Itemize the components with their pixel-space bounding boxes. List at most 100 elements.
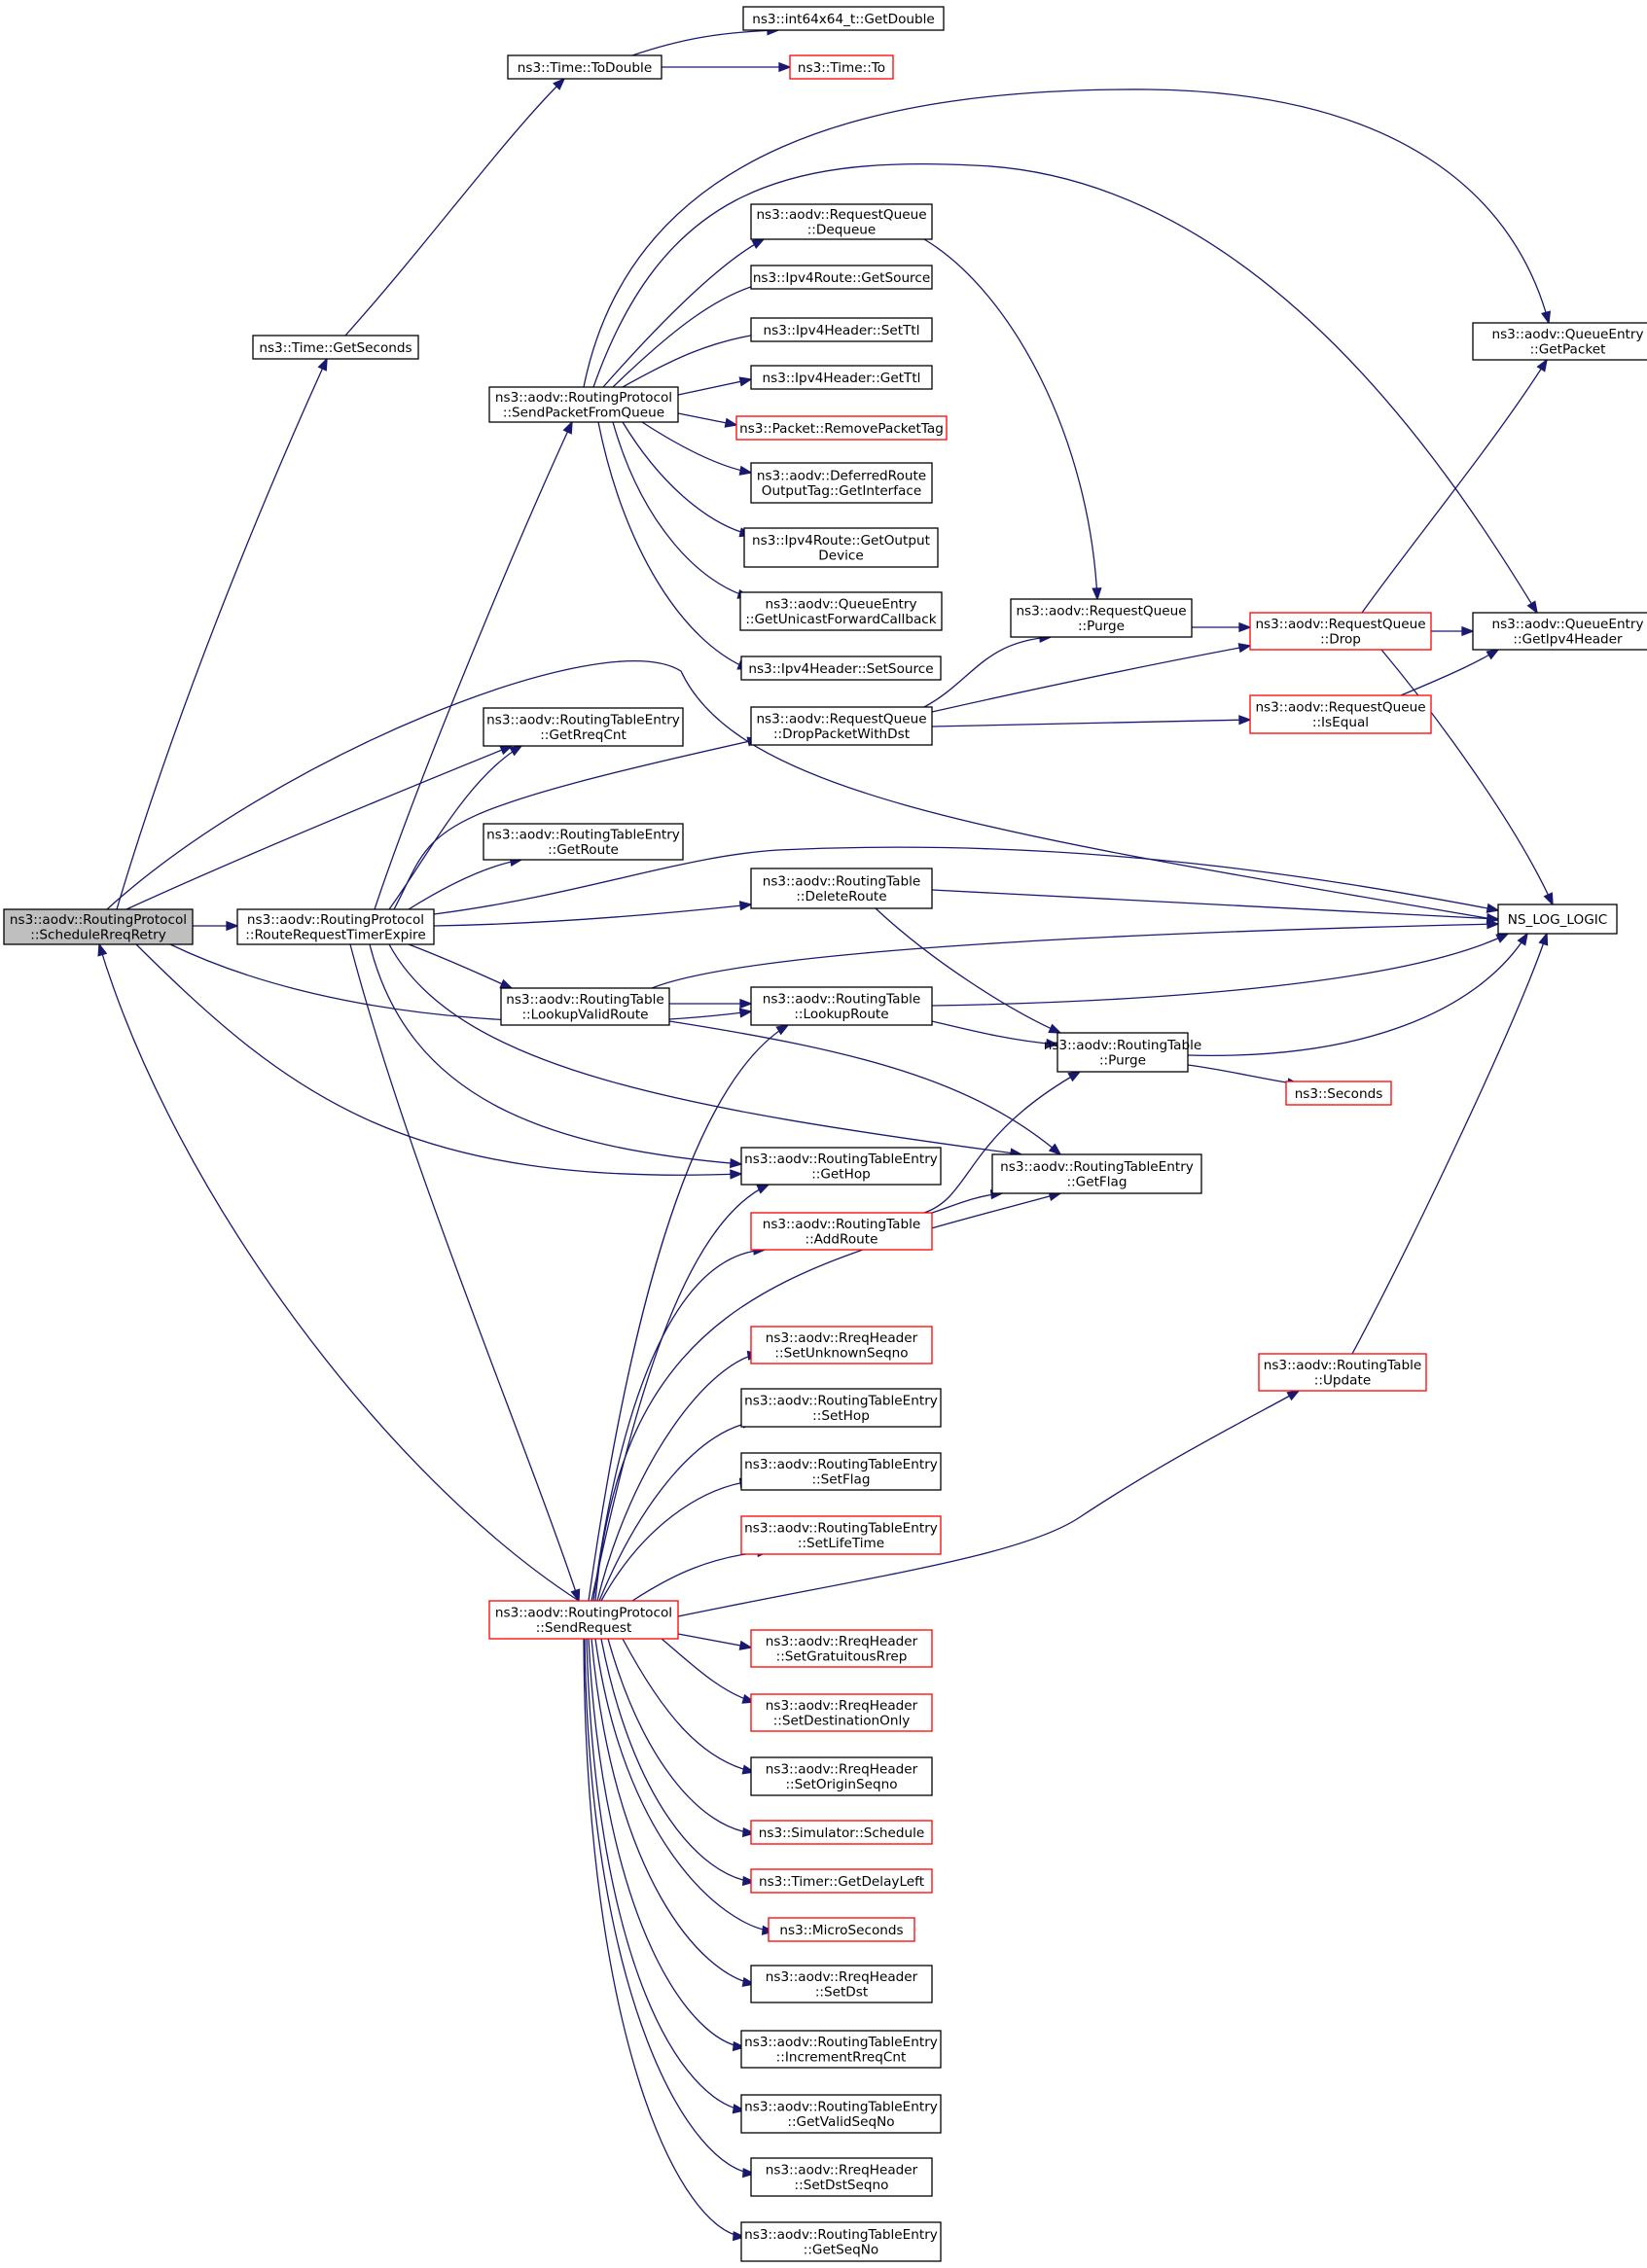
node-box-timeToDouble xyxy=(507,54,662,80)
node-ipv4RouteGetSource[interactable]: ns3::Ipv4Route::GetSource xyxy=(750,265,933,290)
edge-timeGetSeconds-to-timeToDouble xyxy=(344,78,565,337)
node-getUnicastForwardCallback[interactable]: ns3::aodv::QueueEntry::GetUnicastForward… xyxy=(739,591,943,631)
edge-sendPacketFromQueue-to-ipv4HeaderSetSource xyxy=(597,421,750,670)
edge-scheduleRreqRetry-to-routeRequestTimerExpire-arrowhead xyxy=(226,920,239,932)
edge-sendRequest-to-rreqSetGratuitousRrep-arrowhead xyxy=(738,1640,753,1650)
node-timerGetDelayLeft[interactable]: ns3::Timer::GetDelayLeft xyxy=(750,1868,933,1894)
edge-rtAddRoute-to-rtPurge xyxy=(923,1071,1081,1214)
node-label-rqIsEqual-line-0: ns3::aodv::RequestQueue xyxy=(1255,700,1425,716)
node-label-rteGetValidSeqNo-line-1: ::GetValidSeqNo xyxy=(787,2114,894,2130)
node-rreqSetOriginSeqno[interactable]: ns3::aodv::RreqHeader::SetOriginSeqno xyxy=(750,1756,933,1796)
edge-sendRequest-to-rteIncrementRreqCnt xyxy=(588,1638,745,2048)
edge-timeGetSeconds-to-timeToDouble-arrowhead xyxy=(553,77,566,90)
node-rreqSetUnknownSeqno[interactable]: ns3::aodv::RreqHeader::SetUnknownSeqno xyxy=(750,1326,933,1364)
node-box-rreqSetDst xyxy=(750,1965,933,2003)
edge-rqPurge-to-rqDrop-arrowhead xyxy=(1238,621,1252,633)
node-rqDropPacketWithDst[interactable]: ns3::aodv::RequestQueue::DropPacketWithD… xyxy=(750,706,933,746)
node-rteGetSeqNo[interactable]: ns3::aodv::RoutingTableEntry::GetSeqNo xyxy=(740,2221,942,2262)
node-box-rteIncrementRreqCnt xyxy=(740,2030,942,2069)
node-rtUpdate[interactable]: ns3::aodv::RoutingTable::Update xyxy=(1258,1353,1427,1392)
node-rteGetFlag[interactable]: ns3::aodv::RoutingTableEntry::GetFlag xyxy=(991,1153,1202,1194)
node-timeToDouble[interactable]: ns3::Time::ToDouble xyxy=(507,54,662,80)
node-label-rreqSetDestinationOnly-line-0: ns3::aodv::RreqHeader xyxy=(766,1698,918,1714)
node-box-queueEntryGetPacket xyxy=(1472,322,1647,361)
node-rteGetValidSeqNo[interactable]: ns3::aodv::RoutingTableEntry::GetValidSe… xyxy=(740,2094,942,2134)
node-queueEntryGetIpv4Header[interactable]: ns3::aodv::QueueEntry::GetIpv4Header xyxy=(1472,612,1647,651)
node-label-rreqSetDestinationOnly-line-1: ::SetDestinationOnly xyxy=(773,1714,911,1729)
node-box-ipv4RouteGetOutputDevice xyxy=(743,527,939,568)
edge-scheduleRreqRetry-to-rteGetHop xyxy=(135,943,742,1176)
edge-sendPacketFromQueue-to-getUnicastForwardCallback xyxy=(612,421,750,598)
edge-sendRequest-to-rtAddRoute xyxy=(592,1249,766,1602)
node-rteGetRoute[interactable]: ns3::aodv::RoutingTableEntry::GetRoute xyxy=(483,823,684,861)
edge-sendPacketFromQueue-to-ipv4HeaderGetTtl-arrowhead xyxy=(738,376,753,387)
edge-rqIsEqual-to-queueEntryGetIpv4Header xyxy=(1400,649,1499,696)
node-simulatorSchedule[interactable]: ns3::Simulator::Schedule xyxy=(750,1820,933,1845)
node-removePacketTag[interactable]: ns3::Packet::RemovePacketTag xyxy=(735,415,948,441)
node-ipv4HeaderGetTtl[interactable]: ns3::Ipv4Header::GetTtl xyxy=(750,365,933,390)
edge-sendRequest-to-rteSetHop xyxy=(598,1421,755,1602)
node-rqIsEqual[interactable]: ns3::aodv::RequestQueue::IsEqual xyxy=(1249,694,1432,734)
node-label-deferredGetInterface-line-1: OutputTag::GetInterface xyxy=(762,483,921,499)
node-label-rteGetHop-line-0: ns3::aodv::RoutingTableEntry xyxy=(744,1152,938,1167)
node-rqDequeue[interactable]: ns3::aodv::RequestQueue::Dequeue xyxy=(750,203,933,240)
node-routeRequestTimerExpire[interactable]: ns3::aodv::RoutingProtocol::RouteRequest… xyxy=(236,908,435,945)
edge-rqDrop-to-nsLogLogic-arrowhead xyxy=(1543,892,1554,906)
node-queueEntryGetPacket[interactable]: ns3::aodv::QueueEntry::GetPacket xyxy=(1472,322,1647,361)
node-rteSetLifeTime[interactable]: ns3::aodv::RoutingTableEntry::SetLifeTim… xyxy=(740,1515,942,1555)
node-rtAddRoute[interactable]: ns3::aodv::RoutingTable::AddRoute xyxy=(750,1212,933,1251)
node-rreqSetDstSeqno[interactable]: ns3::aodv::RreqHeader::SetDstSeqno xyxy=(750,2157,933,2197)
edge-routeRequestTimerExpire-to-rteGetRreqCnt xyxy=(388,745,522,910)
node-rtDeleteRoute[interactable]: ns3::aodv::RoutingTable::DeleteRoute xyxy=(750,868,933,909)
node-label-ipv4RouteGetOutputDevice-line-0: ns3::Ipv4Route::GetOutput xyxy=(752,533,930,549)
node-rteSetFlag[interactable]: ns3::aodv::RoutingTableEntry::SetFlag xyxy=(740,1452,942,1491)
node-box-getUnicastForwardCallback xyxy=(739,591,943,631)
node-ipv4HeaderSetTtl[interactable]: ns3::Ipv4Header::SetTtl xyxy=(750,317,933,342)
node-rtPurge[interactable]: ns3::aodv::RoutingTable::Purge xyxy=(1044,1032,1202,1073)
node-int64GetDouble[interactable]: ns3::int64x64_t::GetDouble xyxy=(742,6,945,31)
node-sendPacketFromQueue[interactable]: ns3::aodv::RoutingProtocol::SendPacketFr… xyxy=(488,386,679,423)
edge-sendPacketFromQueue-to-rqDequeue-arrowhead xyxy=(751,238,766,250)
node-box-rqDrop xyxy=(1249,612,1432,651)
node-box-rreqSetDstSeqno xyxy=(750,2157,933,2197)
node-box-removePacketTag xyxy=(735,415,948,441)
node-rtLookupRoute[interactable]: ns3::aodv::RoutingTable::LookupRoute xyxy=(750,986,933,1026)
node-rreqSetGratuitousRrep[interactable]: ns3::aodv::RreqHeader::SetGratuitousRrep xyxy=(750,1629,933,1668)
node-label-ipv4HeaderGetTtl-line-0: ns3::Ipv4Header::GetTtl xyxy=(763,371,921,386)
node-label-rteGetSeqNo-line-1: ::GetSeqNo xyxy=(804,2243,879,2258)
node-label-simulatorSchedule-line-0: ns3::Simulator::Schedule xyxy=(759,1825,925,1841)
node-rteIncrementRreqCnt[interactable]: ns3::aodv::RoutingTableEntry::IncrementR… xyxy=(740,2030,942,2069)
edge-sendPacketFromQueue-to-ipv4HeaderGetTtl xyxy=(677,378,752,396)
node-rreqSetDst[interactable]: ns3::aodv::RreqHeader::SetDst xyxy=(750,1965,933,2003)
node-deferredGetInterface[interactable]: ns3::aodv::DeferredRouteOutputTag::GetIn… xyxy=(750,462,933,504)
node-label-rreqSetDstSeqno-line-1: ::SetDstSeqno xyxy=(795,2178,889,2193)
node-box-rtLookupValidRoute xyxy=(500,987,670,1026)
node-scheduleRreqRetry[interactable]: ns3::aodv::RoutingProtocol::ScheduleRreq… xyxy=(3,908,194,945)
node-rreqSetDestinationOnly[interactable]: ns3::aodv::RreqHeader::SetDestinationOnl… xyxy=(750,1693,933,1732)
node-rteGetRreqCnt[interactable]: ns3::aodv::RoutingTableEntry::GetRreqCnt xyxy=(483,707,684,747)
node-sendRequest[interactable]: ns3::aodv::RoutingProtocol::SendRequest xyxy=(488,1600,679,1640)
node-rqPurge[interactable]: ns3::aodv::RequestQueue::Purge xyxy=(1010,598,1193,638)
node-box-rtPurge xyxy=(1056,1032,1189,1073)
node-microSeconds[interactable]: ns3::MicroSeconds xyxy=(768,1917,915,1942)
node-box-rteGetRreqCnt xyxy=(483,707,684,747)
node-label-rteSetFlag-line-0: ns3::aodv::RoutingTableEntry xyxy=(744,1457,938,1472)
node-rqDrop[interactable]: ns3::aodv::RequestQueue::Drop xyxy=(1249,612,1432,651)
node-ipv4HeaderSetSource[interactable]: ns3::Ipv4Header::SetSource xyxy=(740,656,942,681)
node-seconds[interactable]: ns3::Seconds xyxy=(1285,1081,1392,1106)
node-rteSetHop[interactable]: ns3::aodv::RoutingTableEntry::SetHop xyxy=(740,1388,942,1428)
node-box-simulatorSchedule xyxy=(750,1820,933,1845)
edge-sendPacketFromQueue-to-ipv4RouteGetOutputDevice xyxy=(622,421,752,536)
node-timeGetSeconds[interactable]: ns3::Time::GetSeconds xyxy=(252,335,419,360)
edge-sendPacketFromQueue-to-queueEntryGetIpv4Header xyxy=(592,162,1538,614)
node-label-rreqSetDst-line-0: ns3::aodv::RreqHeader xyxy=(766,1969,918,1985)
edge-sendRequest-to-rreqSetDstSeqno xyxy=(584,1638,755,2175)
node-rtLookupValidRoute[interactable]: ns3::aodv::RoutingTable::LookupValidRout… xyxy=(500,987,670,1026)
edge-sendRequest-to-rteGetHop-arrowhead xyxy=(756,1184,770,1194)
node-rteGetHop[interactable]: ns3::aodv::RoutingTableEntry::GetHop xyxy=(740,1147,942,1186)
node-label-rqIsEqual-line-1: ::IsEqual xyxy=(1312,715,1369,730)
node-nsLogLogic[interactable]: NS_LOG_LOGIC xyxy=(1497,904,1618,935)
node-timeTo[interactable]: ns3::Time::To xyxy=(789,54,894,80)
edge-routeRequestTimerExpire-to-rteGetRreqCnt-arrowhead xyxy=(509,745,523,757)
